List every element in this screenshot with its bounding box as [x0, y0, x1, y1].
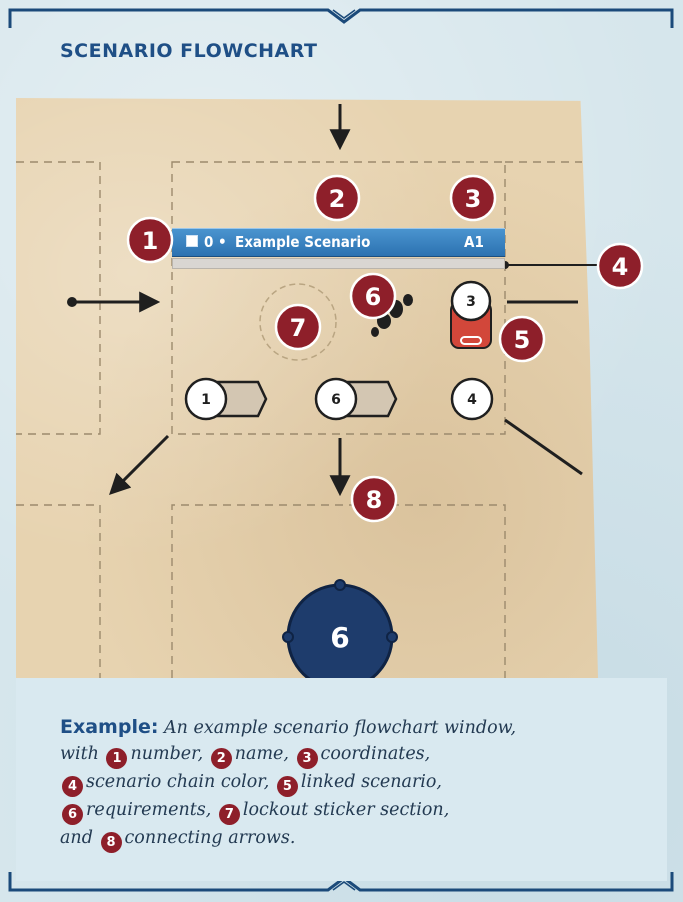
caption-item-3: coordinates, [321, 744, 431, 764]
caption-callout-4: 4 [62, 776, 83, 797]
caption-with: with [60, 744, 99, 764]
callout-7: 7 [276, 305, 320, 349]
caption-item-2: name, [235, 744, 289, 764]
svg-text:1: 1 [142, 227, 159, 255]
svg-text:6: 6 [365, 283, 382, 311]
caption-callout-5: 5 [277, 776, 298, 797]
callout-6: 6 [351, 274, 395, 318]
caption-text: Example: An example scenario flowchart w… [60, 714, 650, 853]
callout-3: 3 [451, 176, 495, 220]
caption-callout-7: 7 [219, 804, 240, 825]
caption-item-4: scenario chain color, [86, 772, 269, 792]
svg-text:3: 3 [465, 185, 482, 213]
callout-5: 5 [500, 317, 544, 361]
caption-callout-3: 3 [297, 748, 318, 769]
svg-text:2: 2 [329, 185, 346, 213]
caption-callout-1: 1 [106, 748, 127, 769]
callout-8: 8 [352, 477, 396, 521]
caption-item-5: linked scenario, [301, 772, 442, 792]
svg-text:8: 8 [366, 486, 383, 514]
svg-text:5: 5 [514, 326, 531, 354]
caption-item-7: lockout sticker section, [243, 800, 449, 820]
caption-callout-2: 2 [211, 748, 232, 769]
callout-1: 1 [128, 218, 172, 262]
callout-2: 2 [315, 176, 359, 220]
callout-4: 4 [598, 244, 642, 288]
caption-callout-6: 6 [62, 804, 83, 825]
caption-item-6: requirements, [86, 800, 211, 820]
caption-item-8: connecting arrows. [125, 828, 296, 848]
caption-callout-8: 8 [101, 832, 122, 853]
caption-item-1: number, [130, 744, 203, 764]
caption-intro: An example scenario flowchart window, [164, 718, 516, 738]
svg-text:4: 4 [612, 253, 629, 281]
caption-and: and [60, 828, 93, 848]
caption-lead: Example: [60, 716, 158, 738]
svg-text:7: 7 [290, 314, 307, 342]
